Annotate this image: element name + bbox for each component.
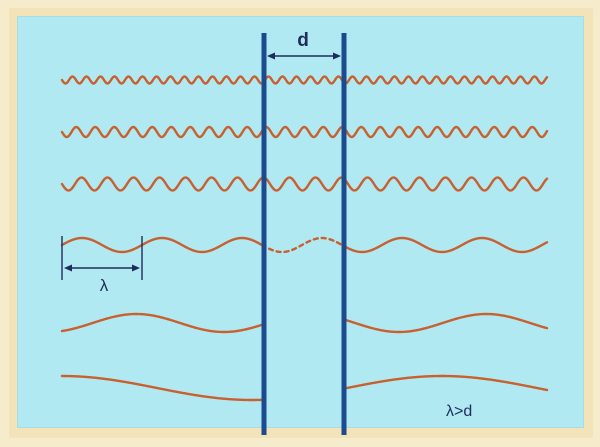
wave-4-transmitted bbox=[344, 236, 549, 254]
wave-6-incident bbox=[60, 374, 264, 402]
wave-4-attenuated bbox=[260, 236, 348, 254]
wavelength-label: λ bbox=[100, 276, 109, 295]
wavelength-dimension bbox=[61, 236, 143, 280]
condition-label: λ>d bbox=[446, 403, 472, 420]
wave-2 bbox=[60, 125, 549, 139]
diagram-panel bbox=[17, 16, 584, 428]
wave-6-beyond bbox=[344, 374, 549, 392]
waves-layer bbox=[60, 75, 549, 402]
wave-3 bbox=[60, 176, 549, 192]
wave-1 bbox=[60, 75, 549, 85]
wave-4-incident bbox=[60, 236, 264, 254]
gap-label: d bbox=[297, 30, 309, 51]
wave-5-beyond bbox=[344, 312, 549, 334]
wave-5-incident bbox=[60, 312, 264, 334]
gap-dimension bbox=[267, 52, 341, 60]
